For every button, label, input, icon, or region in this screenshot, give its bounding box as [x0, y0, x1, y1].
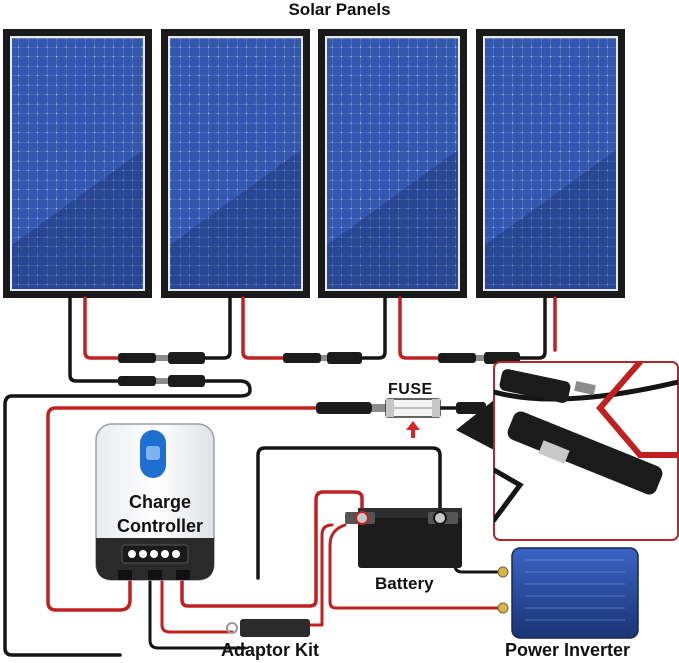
mc4-connectors	[118, 352, 520, 387]
power-inverter-label: Power Inverter	[505, 640, 631, 660]
charge-controller-label: Charge Controller	[100, 490, 220, 538]
charge-controller	[95, 423, 215, 581]
battery	[345, 508, 462, 568]
fuse-label: FUSE	[388, 381, 433, 398]
solar-panel-1	[3, 29, 152, 298]
solar-panel-4	[476, 29, 625, 298]
charge-controller-label-line1: Charge	[128, 492, 191, 512]
inline-fuse	[316, 398, 486, 418]
adaptor-kit	[226, 619, 310, 637]
charge-controller-label-line2: Controller	[116, 516, 203, 536]
main-wiring	[46, 406, 502, 650]
fuse-arrow-icon	[406, 421, 420, 438]
controller-status-leds	[121, 544, 189, 564]
connector-zoom-inset	[456, 361, 679, 541]
power-inverter	[497, 547, 639, 639]
solar-panel-2	[161, 29, 310, 298]
diagram-title: Solar Panels	[288, 0, 391, 19]
panel-wiring	[3, 296, 557, 657]
battery-label: Battery	[375, 574, 434, 593]
adaptor-kit-label: Adaptor Kit	[221, 640, 319, 660]
solar-panel-3	[318, 29, 467, 298]
